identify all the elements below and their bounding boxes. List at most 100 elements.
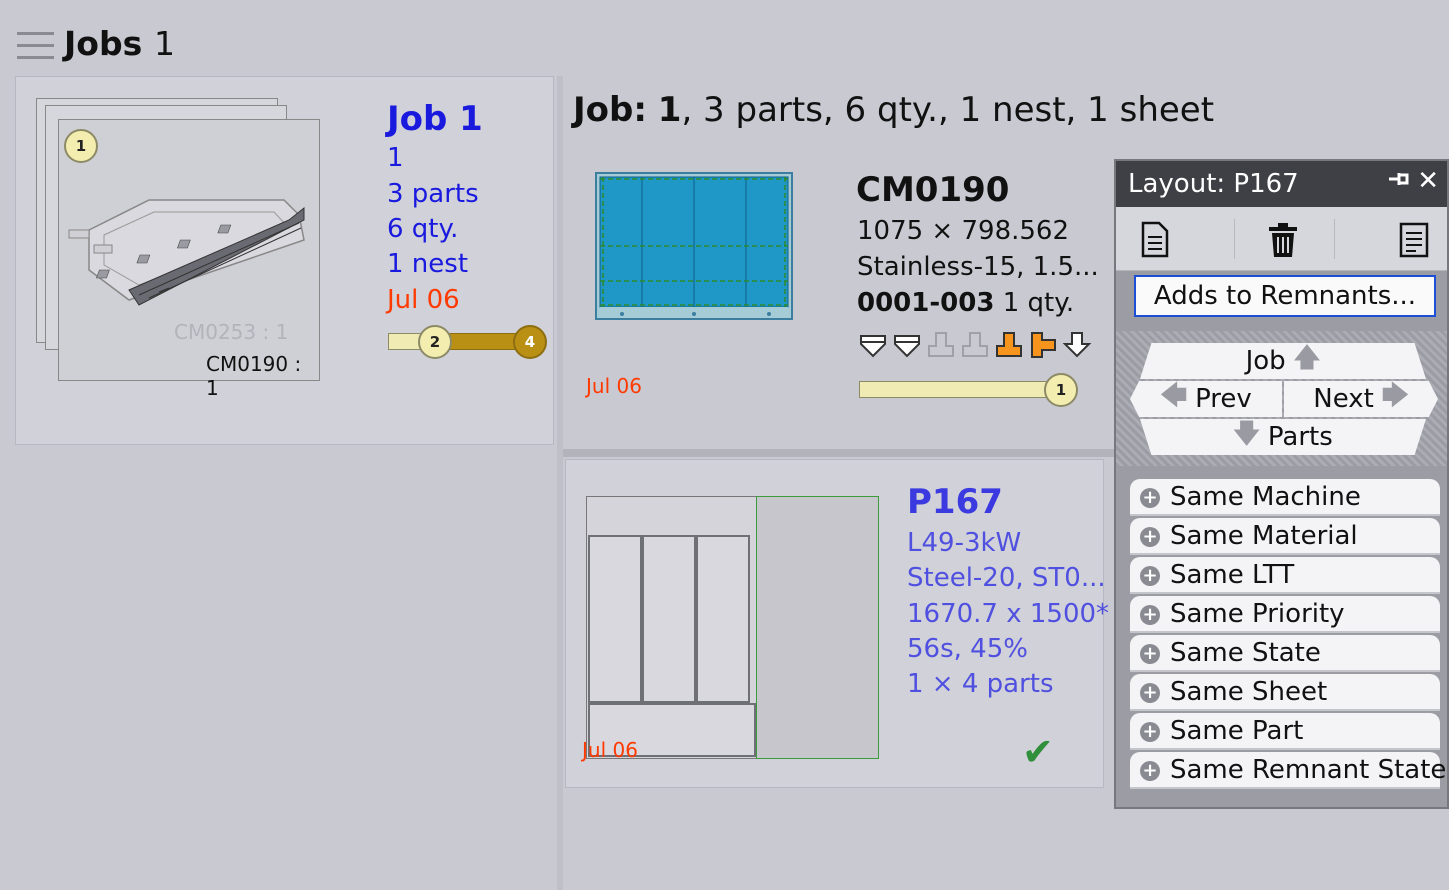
job-card[interactable]: CM0253 : 1 CM0190 : 1 1 Job 1 1 3 parts … — [15, 76, 554, 445]
nest-name[interactable]: P167 — [907, 482, 1003, 522]
part-3d-preview — [68, 199, 305, 306]
part-dimensions: 1075 × 798.562 — [857, 216, 1069, 246]
filter-same-sheet[interactable]: + Same Sheet — [1130, 674, 1440, 711]
filter-label: Same Machine — [1170, 481, 1361, 512]
job-nests: 1 nest — [387, 249, 469, 279]
filter-same-state[interactable]: + Same State — [1130, 635, 1440, 672]
close-icon[interactable]: ✕ — [1417, 166, 1439, 196]
filter-label: Same Part — [1170, 715, 1304, 746]
part-name[interactable]: CM0190 — [856, 170, 1010, 210]
filter-same-ltt[interactable]: + Same LTT — [1130, 557, 1440, 594]
sheet-thumbnail: CM0253 : 1 CM0190 : 1 — [58, 119, 320, 400]
job-qty: 6 qty. — [387, 214, 459, 244]
filter-same-remnant-state[interactable]: +Same Remnant State — [1130, 752, 1446, 789]
navigation-pad: Job🡅 🡄Prev Next🡆 🡇Parts — [1116, 331, 1447, 466]
part-date: Jul 06 — [586, 374, 642, 398]
nest-material: Steel-20, ST0... — [907, 563, 1106, 593]
nav-parts-label: Parts — [1267, 422, 1333, 452]
filter-list: + Same Machine +Same Material + Same LTT +… — [1130, 479, 1446, 791]
down-outline-icon[interactable] — [1062, 330, 1092, 360]
arrow-down-icon: 🡇 — [1233, 419, 1260, 449]
splitter[interactable] — [557, 76, 563, 890]
arrow-right-icon: 🡆 — [1381, 381, 1409, 411]
nav-next-label: Next — [1313, 384, 1374, 414]
nested-part — [642, 535, 696, 703]
part-code: 0001-003 — [857, 288, 995, 318]
filter-same-part[interactable]: + Same Part — [1130, 713, 1440, 750]
arrow-up-icon: 🡅 — [1293, 343, 1321, 373]
nested-part — [588, 703, 756, 757]
down-gray-icon[interactable] — [926, 330, 956, 360]
nest-time-utilization: 56s, 45% — [907, 634, 1028, 664]
part-qty: 1 qty. — [1002, 288, 1075, 318]
filter-label: Same Sheet — [1170, 676, 1328, 707]
job-summary: Job: 1, 3 parts, 6 qty., 1 nest, 1 sheet — [573, 90, 1214, 130]
part-progress-track — [859, 381, 1059, 398]
layout-title-label: Layout: — [1128, 169, 1226, 199]
part-thumbnail[interactable] — [595, 172, 793, 320]
page-title: Jobs — [64, 24, 143, 63]
layout-panel-header: Layout: P167 ✕ — [1116, 161, 1447, 207]
sheet-label: CM0190 : 1 — [206, 352, 302, 400]
plus-icon: + — [1140, 683, 1160, 703]
ghost-sheet-label: CM0253 : 1 — [174, 320, 289, 344]
trash-icon[interactable] — [1266, 221, 1300, 259]
nav-job-button[interactable]: Job🡅 — [1140, 343, 1426, 379]
left-orange-icon[interactable] — [1028, 330, 1058, 360]
summary-job: 1 — [657, 90, 682, 130]
job-progress-fill — [436, 333, 532, 350]
down-gray-icon[interactable] — [960, 330, 990, 360]
nav-prev-button[interactable]: 🡄Prev — [1130, 381, 1282, 417]
job-parts: 3 parts — [387, 179, 479, 209]
plus-icon: + — [1140, 644, 1160, 664]
plus-icon: + — [1140, 722, 1160, 742]
filter-same-priority[interactable]: + Same Priority — [1130, 596, 1440, 633]
nest-card[interactable]: Jul 06 P167 L49-3kW Steel-20, ST0... 167… — [565, 459, 1109, 788]
plus-icon: + — [1140, 488, 1160, 508]
filter-same-machine[interactable]: + Same Machine — [1130, 479, 1440, 516]
down-outline-icon[interactable] — [892, 330, 922, 360]
job-number: 1 — [387, 143, 404, 173]
nav-next-button[interactable]: Next🡆 — [1284, 381, 1438, 417]
plus-icon: + — [1140, 605, 1160, 625]
report-icon[interactable] — [1398, 221, 1432, 259]
down-orange-icon[interactable] — [994, 330, 1024, 360]
document-icon[interactable] — [1138, 221, 1172, 259]
part-progress-badge: 1 — [1044, 373, 1078, 407]
filter-label: Same LTT — [1170, 559, 1295, 590]
adds-to-remnants-button[interactable]: Adds to Remnants... — [1134, 275, 1436, 317]
filter-label: Same State — [1170, 637, 1321, 668]
nav-job-label: Job — [1245, 346, 1286, 376]
layout-title-value: P167 — [1233, 169, 1299, 199]
filter-label: Same Remnant State — [1170, 754, 1447, 785]
pin-icon[interactable] — [1387, 169, 1411, 194]
layout-panel: Layout: P167 ✕ Adds to Remnants... Job🡅 … — [1114, 159, 1449, 809]
nest-parts: 1 × 4 parts — [907, 669, 1054, 699]
filter-label: Same Priority — [1170, 598, 1345, 629]
nest-date: Jul 06 — [582, 738, 638, 762]
nest-size: 1670.7 x 1500* — [907, 599, 1110, 629]
nav-prev-label: Prev — [1195, 384, 1252, 414]
down-outline-icon[interactable] — [858, 330, 888, 360]
progress-end-badge: 4 — [513, 325, 547, 359]
job-title[interactable]: Job 1 — [387, 99, 483, 139]
plus-icon: + — [1140, 566, 1160, 586]
part-material: Stainless-15, 1.5... — [857, 252, 1099, 282]
summary-label: Job: — [573, 90, 647, 130]
part-drawing — [599, 176, 789, 316]
part-code-qty: 0001-003 1 qty. — [857, 288, 1074, 318]
progress-start-badge: 2 — [418, 325, 452, 359]
filter-same-material[interactable]: +Same Material — [1130, 518, 1440, 555]
plus-icon: + — [1140, 527, 1160, 547]
nav-parts-button[interactable]: 🡇Parts — [1140, 419, 1426, 455]
nested-part — [696, 535, 750, 703]
job-count: 1 — [154, 24, 175, 63]
layout-toolbar — [1116, 207, 1447, 271]
menu-icon[interactable] — [17, 32, 54, 60]
state-icons — [858, 330, 1092, 360]
nested-part — [588, 535, 642, 703]
nest-machine: L49-3kW — [907, 528, 1022, 558]
arrow-left-icon: 🡄 — [1160, 381, 1188, 411]
job-date: Jul 06 — [387, 285, 460, 315]
nest-remnant-area — [756, 496, 879, 759]
